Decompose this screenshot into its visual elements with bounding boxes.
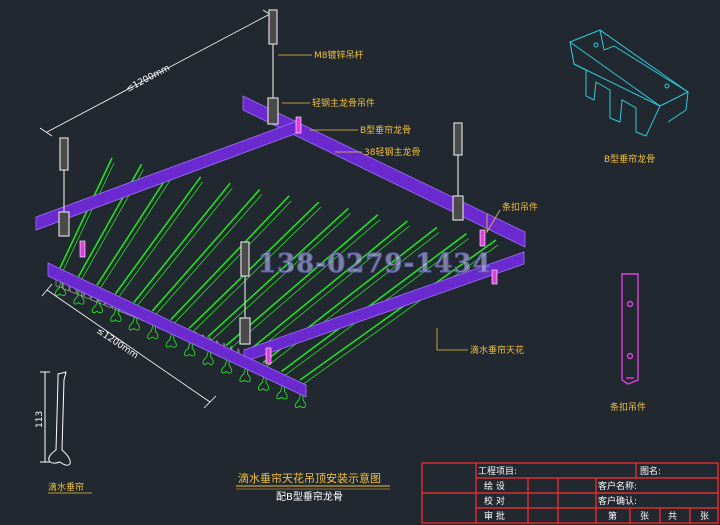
rod-front xyxy=(239,241,251,345)
title-block-customer-confirm: 客户确认: xyxy=(598,495,637,507)
callout-clip-hanger: 条扣吊件 xyxy=(502,201,538,213)
rod-left xyxy=(58,137,70,237)
callout-b-keel: B型垂帘龙骨 xyxy=(360,124,411,136)
drip-panel-slat xyxy=(239,220,410,383)
title-block xyxy=(421,462,719,524)
title-block-sheet-unit-2: 张 xyxy=(700,511,709,522)
hanging-rods xyxy=(58,9,464,345)
callout-main-keel: 38轻钢主龙骨 xyxy=(364,146,420,158)
title-block-drawing-name: 图名: xyxy=(640,465,661,477)
detail-drip-panel-label: 滴水垂帘 xyxy=(48,481,84,493)
title-block-sheet-unit-1: 张 xyxy=(640,511,649,522)
dimension-bottom xyxy=(41,283,217,409)
drip-panel-slat xyxy=(110,176,203,322)
watermark-phone: 138-0279-1434 xyxy=(258,249,492,279)
drip-panel-slat xyxy=(91,170,174,314)
detail-drip-panel xyxy=(40,371,71,466)
callout-leaders xyxy=(278,54,501,351)
drip-panel-slat xyxy=(128,182,233,331)
clip-hangers xyxy=(79,116,498,365)
title-block-sheet-no: 第 xyxy=(608,510,617,522)
rod-back xyxy=(267,9,279,125)
detail-clip-hanger xyxy=(621,273,639,385)
drip-panel-slat xyxy=(184,201,322,357)
main-keel-left xyxy=(35,119,301,231)
callout-main-hanger: 轻钢主龙骨吊件 xyxy=(312,97,375,109)
drip-panel-slat xyxy=(294,239,499,409)
drip-panel-slat xyxy=(202,207,351,365)
drawing-title: 滴水垂帘天花吊顶安装示意图 xyxy=(238,471,381,485)
detail-height-label: 113 xyxy=(35,411,45,428)
callout-m8-rod: M8镀锌吊杆 xyxy=(314,49,364,61)
title-block-project: 工程项目: xyxy=(478,466,517,477)
drip-panel-slat xyxy=(221,214,381,374)
drawing-subtitle: 配B型垂帘龙骨 xyxy=(276,490,343,503)
detail-b-keel-label: B型垂帘龙骨 xyxy=(604,153,655,165)
dimension-top-label: ≤1200mm xyxy=(125,63,172,94)
main-keel-front xyxy=(47,262,307,398)
title-block-sheet-total: 共 xyxy=(668,511,677,522)
main-keel-back xyxy=(242,95,526,248)
dimension-bottom-label: ≤1200mm xyxy=(94,326,139,361)
rod-right xyxy=(452,122,464,221)
drip-ceiling-panels xyxy=(54,157,499,409)
title-block-row-design: 绘 设 xyxy=(484,480,505,492)
title-block-row-approve: 审 批 xyxy=(484,510,505,522)
detail-clip-hanger-label: 条扣吊件 xyxy=(610,401,646,413)
drip-panel-slat xyxy=(54,157,115,297)
drip-panel-slat xyxy=(147,189,262,340)
detail-b-keel xyxy=(568,29,689,137)
title-block-row-check: 校 对 xyxy=(484,495,505,507)
title-block-customer-name: 客户名称: xyxy=(598,480,637,492)
drip-panel-slat xyxy=(165,195,292,348)
callout-drip-ceiling: 滴水垂帘天花 xyxy=(470,344,524,356)
